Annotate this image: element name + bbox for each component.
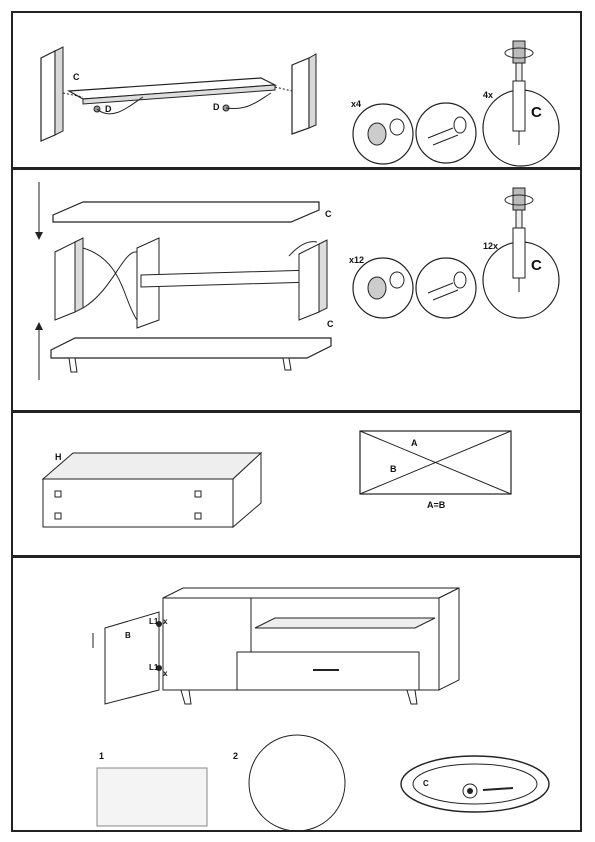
step-2-panel: C C x12 12x C xyxy=(11,168,582,412)
label-d-left: D xyxy=(105,104,112,114)
step-1-panel: C D D x4 4x C xyxy=(11,11,582,169)
qty-dowel: 4x xyxy=(483,90,494,100)
label-detail-c: C xyxy=(423,779,429,788)
step-4-illustration xyxy=(92,587,550,830)
step-3-panel: H A B A=B xyxy=(11,411,582,557)
label-hinge-upper-x: x xyxy=(163,617,168,626)
step-2-illustration xyxy=(35,182,560,380)
label-screw-upper: B xyxy=(125,631,131,640)
step-3-illustration xyxy=(41,430,512,529)
label-h: H xyxy=(55,452,62,462)
label-diag-a: A xyxy=(411,438,418,448)
label-c-left: C xyxy=(73,72,80,82)
label-d-right: D xyxy=(213,102,220,112)
label-sub-2: 2 xyxy=(233,751,239,761)
label-hinge-upper: L1 xyxy=(149,617,159,626)
label-c-bottom: C xyxy=(327,319,334,329)
qty-dowel: 12x xyxy=(483,241,499,251)
qty-cam: x12 xyxy=(349,255,365,265)
step-1-illustration xyxy=(40,40,560,167)
qty-cam: x4 xyxy=(351,99,362,109)
label-hinge-lower-x: x xyxy=(163,669,168,678)
label-c-dowel: C xyxy=(531,257,542,274)
label-sub-1: 1 xyxy=(99,751,105,761)
label-c-top: C xyxy=(325,209,332,219)
label-c-dowel: C xyxy=(531,104,542,121)
label-hinge-lower: L1 xyxy=(149,663,159,672)
step-4-panel: L1 x B L1 x 1 2 C xyxy=(11,556,582,832)
label-diag-b: B xyxy=(390,464,397,474)
label-equation: A=B xyxy=(427,500,446,510)
